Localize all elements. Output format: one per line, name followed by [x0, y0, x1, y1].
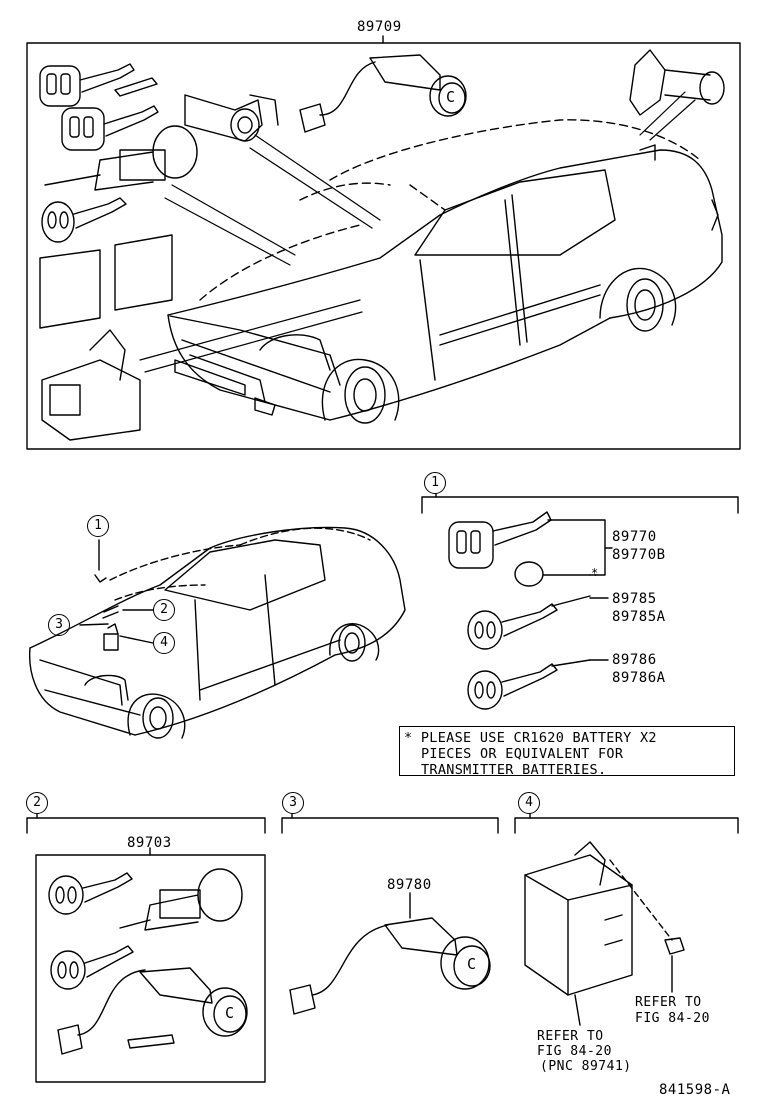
refer-bottom-line2: FIG 84-20	[537, 1044, 612, 1059]
top-set-arrows	[139, 91, 696, 373]
refer-right-line2: FIG 84-20	[635, 1011, 710, 1026]
section-heading-4: 4	[518, 792, 540, 814]
label-89785: 89785	[612, 591, 657, 607]
label-89786: 89786	[612, 652, 657, 668]
section-heading-3: 3	[282, 792, 304, 814]
cylinder-c-kit: C	[225, 1004, 235, 1022]
group-4-bracket	[514, 813, 739, 834]
group-3-cylinder	[289, 892, 491, 1015]
battery-note-line2: PIECES OR EQUIVALENT FOR	[421, 746, 624, 762]
cylinder-c-group3: C	[467, 955, 477, 973]
top-set-frame	[26, 35, 741, 450]
top-set-latch	[629, 49, 725, 161]
group-2-bracket	[26, 813, 266, 1083]
asterisk-marker: *	[591, 566, 599, 580]
label-89786a: 89786A	[612, 670, 666, 686]
group-4-module	[524, 841, 685, 1026]
label-89780: 89780	[387, 877, 432, 893]
label-89703: 89703	[127, 835, 172, 851]
section-heading-2: 2	[26, 792, 48, 814]
drawing-number: 841598-A	[659, 1082, 731, 1098]
group-1-label-leaders	[589, 547, 613, 661]
section-heading-1: 1	[424, 472, 446, 494]
top-car-illustration	[167, 119, 723, 424]
battery-note-line3: TRANSMITTER BATTERIES.	[421, 762, 607, 778]
callout-4-car: 4	[153, 632, 175, 654]
group-1-key-b	[467, 595, 591, 650]
label-89709: 89709	[357, 19, 402, 35]
group-1-bracket	[421, 493, 739, 514]
top-set-keys	[39, 63, 279, 441]
top-set-wire-assembly	[299, 54, 467, 133]
battery-note: * PLEASE USE CR1620 BATTERY X2 PIECES OR…	[399, 726, 735, 778]
label-89770: 89770	[612, 529, 657, 545]
label-89770b: 89770B	[612, 547, 666, 563]
battery-note-line1: * PLEASE USE CR1620 BATTERY X2	[404, 730, 657, 746]
mid-car-illustration	[28, 526, 406, 739]
callout-1-car: 1	[87, 515, 109, 537]
callout-2-car: 2	[153, 599, 175, 621]
group-1-key-fob	[448, 511, 606, 587]
callout-3-car: 3	[48, 614, 70, 636]
refer-bottom-line1: REFER TO	[537, 1029, 604, 1044]
mid-car-leaders	[79, 539, 154, 644]
group-3-bracket	[281, 813, 499, 834]
cylinder-c-top: C	[446, 88, 456, 106]
refer-right-line1: REFER TO	[635, 995, 702, 1010]
group-2-kit-parts	[48, 868, 248, 1055]
label-89785a: 89785A	[612, 609, 666, 625]
refer-bottom-line3: (PNC 89741)	[540, 1059, 632, 1074]
group-1-key-c	[467, 659, 591, 710]
